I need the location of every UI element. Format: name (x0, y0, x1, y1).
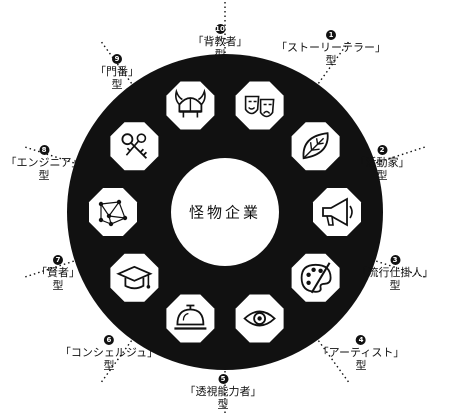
type-number-line: 2 (355, 143, 410, 156)
type-suffix: 型 (389, 279, 401, 292)
dotted-dividers (25, 2, 425, 415)
type-number-badge: 1 (326, 30, 336, 40)
type-label-5: 5「透視能力者」型 (185, 372, 262, 411)
keys-icon (121, 133, 148, 159)
type-icon-10 (166, 81, 215, 130)
type-name: 「流行仕掛人」 (356, 266, 434, 279)
icon-octagon (291, 253, 340, 302)
icon-octagon (110, 253, 159, 302)
type-number-badge: 9 (112, 54, 122, 64)
type-number-line: 1 (276, 28, 386, 41)
network-graph-icon (98, 199, 128, 227)
type-label-10: 10「背教者」型 (193, 22, 248, 61)
icon-octagon (166, 294, 215, 343)
icon-octagon (89, 188, 137, 236)
megaphone-icon (322, 197, 353, 227)
graduation-cap-icon (116, 265, 153, 290)
paint-palette-icon (300, 262, 332, 294)
type-number-badge: 8 (39, 145, 49, 155)
type-number-line: 5 (185, 372, 262, 385)
icon-octagon (235, 81, 284, 130)
type-icon-8 (89, 188, 137, 236)
type-number-badge: 5 (218, 374, 228, 384)
type-icon-4 (291, 253, 340, 302)
type-name: 「コンシェルジュ」 (59, 346, 159, 359)
type-number-badge: 10 (215, 24, 225, 34)
theater-masks-icon (244, 95, 275, 118)
type-number-line: 9 (95, 52, 139, 65)
type-suffix: 型 (355, 359, 367, 372)
type-number-badge: 3 (390, 255, 400, 265)
type-number-badge: 4 (356, 335, 366, 345)
icon-circles (89, 81, 361, 343)
type-icon-2 (291, 122, 340, 171)
type-icon-9 (110, 122, 159, 171)
type-icon-5 (235, 294, 284, 343)
viking-helmet-icon (175, 88, 206, 118)
divider-line (367, 146, 425, 167)
type-name: 「門番」 (95, 65, 139, 78)
type-label-8: 8「エンジニア」型 (6, 143, 83, 182)
type-label-2: 2「活動家」型 (355, 143, 410, 182)
divider-line (312, 332, 350, 383)
type-suffix: 型 (325, 54, 337, 67)
type-icon-1 (235, 81, 284, 130)
type-label-6: 6「コンシェルジュ」型 (60, 333, 158, 372)
type-number-line: 3 (357, 253, 434, 266)
type-suffix: 型 (111, 78, 123, 91)
eye-icon (243, 310, 276, 327)
type-number-badge: 7 (53, 255, 63, 265)
type-number-line: 7 (36, 253, 80, 266)
type-name: 「背教者」 (192, 35, 248, 48)
divider-line (25, 257, 83, 278)
type-icon-6 (166, 294, 215, 343)
type-name: 「活動家」 (354, 156, 410, 169)
type-suffix: 型 (214, 48, 226, 61)
type-name: 「エンジニア」 (5, 156, 83, 169)
type-suffix: 型 (376, 169, 388, 182)
type-label-7: 7「賢者」型 (36, 253, 80, 292)
type-name: 「アーティスト」 (317, 346, 405, 359)
type-number-line: 10 (193, 22, 248, 35)
service-bell-icon (174, 304, 207, 330)
type-name: 「透視能力者」 (184, 385, 262, 398)
type-suffix: 型 (38, 169, 50, 182)
leaf-icon (302, 132, 329, 160)
type-number-line: 4 (318, 333, 405, 346)
center-circle (171, 158, 279, 266)
type-number-line: 8 (6, 143, 83, 156)
type-suffix: 型 (217, 398, 229, 411)
divider-line (100, 41, 138, 92)
type-label-4: 4「アーティスト」型 (317, 333, 405, 372)
type-number-badge: 6 (103, 335, 114, 345)
divider-line (25, 146, 83, 167)
type-icon-7 (110, 253, 159, 302)
type-number-badge: 2 (377, 145, 387, 155)
center-title: 怪物企業 (188, 203, 262, 222)
type-suffix: 型 (103, 359, 115, 372)
icon-octagon (313, 188, 361, 236)
type-number-line: 6 (60, 333, 158, 346)
type-name: 「賢者」 (36, 266, 80, 279)
type-suffix: 型 (52, 279, 64, 292)
divider-line (367, 257, 425, 278)
type-label-9: 9「門番」型 (95, 52, 139, 91)
divider-line (100, 332, 138, 383)
type-label-3: 3「流行仕掛人」型 (357, 253, 434, 292)
type-icon-3 (313, 188, 361, 236)
divider-line (312, 41, 350, 92)
type-label-1: 1「ストーリーテラー」型 (276, 28, 386, 67)
type-name: 「ストーリーテラー」 (276, 41, 386, 54)
